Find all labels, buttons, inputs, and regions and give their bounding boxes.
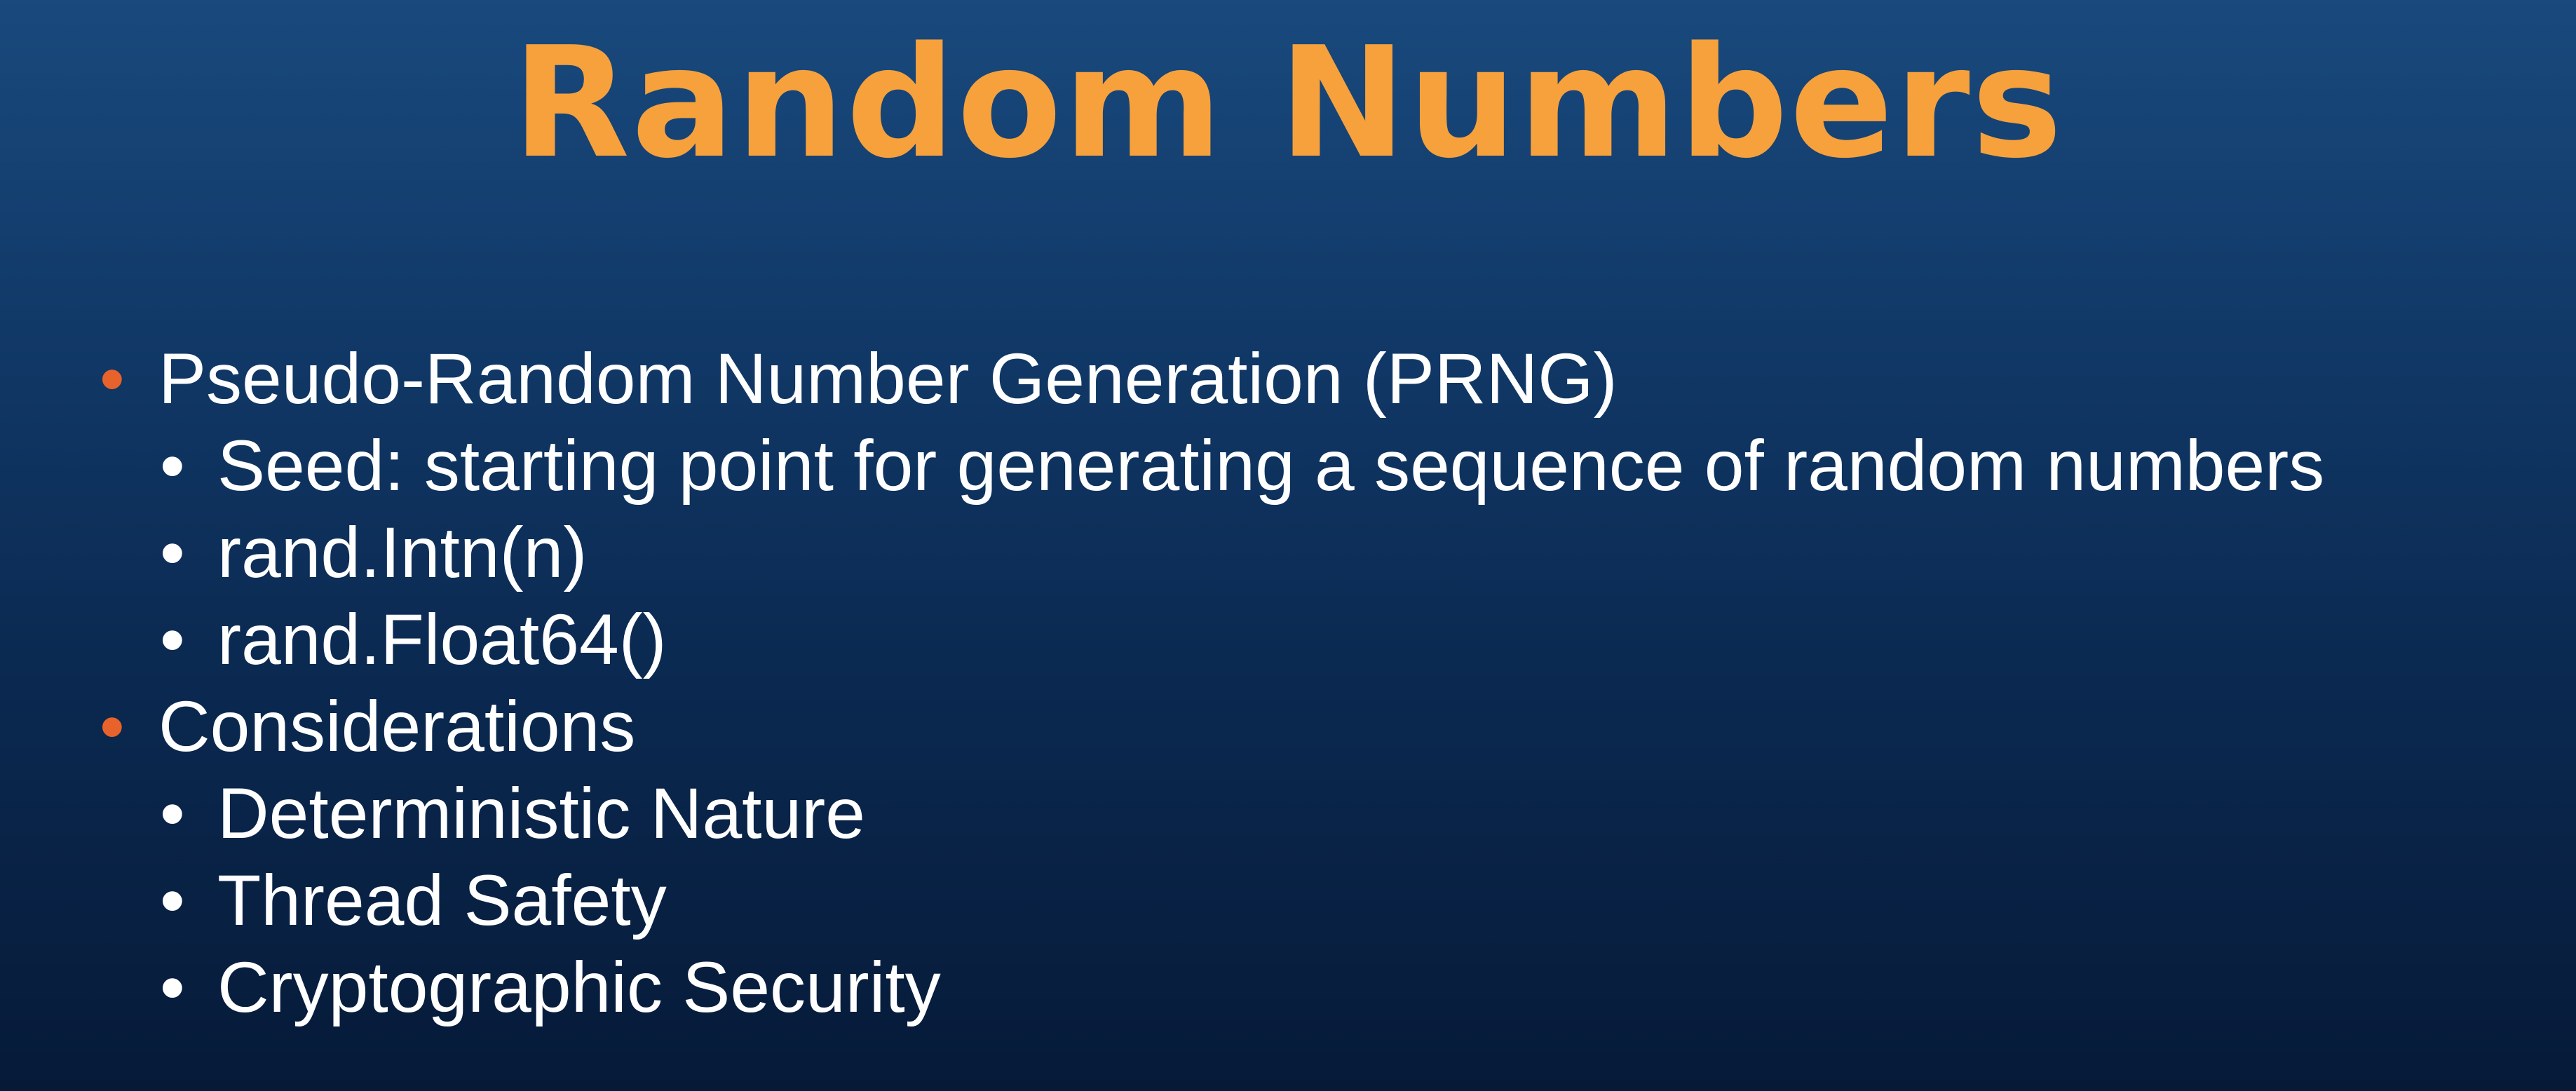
sub-bullet-text: Thread Safety: [217, 860, 667, 940]
bullet-dot-icon: •: [100, 339, 125, 419]
bullet-dot-icon: •: [160, 599, 185, 679]
sub-bullet-item: • rand.Float64(): [0, 596, 2576, 683]
bullet-list: • Pseudo-Random Number Generation (PRNG)…: [0, 335, 2576, 1031]
sub-bullet-item: • rand.Intn(n): [0, 509, 2576, 596]
bullet-item: • Pseudo-Random Number Generation (PRNG): [0, 335, 2576, 422]
bullet-dot-icon: •: [160, 773, 185, 853]
bullet-text: Considerations: [158, 686, 636, 766]
bullet-dot-icon: •: [100, 686, 125, 766]
bullet-text: Pseudo-Random Number Generation (PRNG): [158, 339, 1618, 419]
sub-bullet-text: rand.Intn(n): [217, 513, 588, 592]
bullet-dot-icon: •: [160, 947, 185, 1027]
bullet-dot-icon: •: [160, 426, 185, 506]
sub-bullet-text: Deterministic Nature: [217, 773, 865, 853]
sub-bullet-text: Seed: starting point for generating a se…: [217, 426, 2325, 506]
bullet-dot-icon: •: [160, 860, 185, 940]
sub-bullet-item: • Cryptographic Security: [0, 944, 2576, 1031]
bullet-item: • Considerations: [0, 683, 2576, 770]
sub-bullet-item: • Thread Safety: [0, 857, 2576, 944]
sub-bullet-text: rand.Float64(): [217, 599, 667, 679]
bullet-dot-icon: •: [160, 513, 185, 592]
sub-bullet-text: Cryptographic Security: [217, 947, 941, 1027]
slide-title: Random Numbers: [512, 15, 2064, 192]
sub-bullet-item: • Seed: starting point for generating a …: [0, 422, 2576, 509]
sub-bullet-item: • Deterministic Nature: [0, 770, 2576, 857]
